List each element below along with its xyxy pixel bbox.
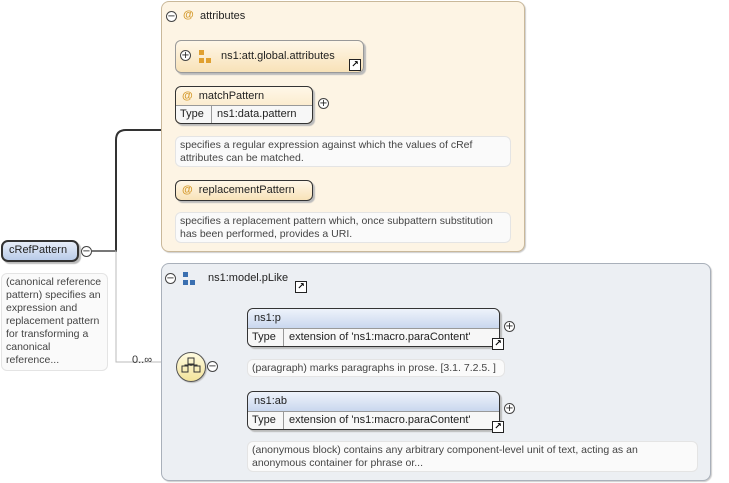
element-ab-box[interactable]: ns1:ab Type extension of 'ns1:macro.para…: [247, 391, 504, 433]
global-attributes-label: ns1:att.global.attributes: [221, 50, 335, 62]
element-ab-type-label: Type: [248, 412, 284, 429]
element-p-expand-icon[interactable]: +: [504, 321, 515, 332]
attribute-group-icon: [199, 50, 211, 63]
global-attributes-link-icon[interactable]: ↗: [349, 59, 361, 71]
element-ab-type-value: extension of 'ns1:macro.paraContent': [289, 414, 471, 426]
replacement-pattern-name: replacementPattern: [198, 184, 295, 196]
element-p-link-icon[interactable]: ↗: [492, 338, 504, 350]
match-pattern-type-value: ns1:data.pattern: [217, 108, 297, 120]
root-element-box[interactable]: cRefPattern: [1, 240, 79, 262]
match-pattern-documentation: specifies a regular expression against w…: [175, 136, 511, 167]
match-pattern-attribute[interactable]: @ matchPattern Type ns1:data.pattern: [175, 86, 313, 124]
element-ab-link-icon[interactable]: ↗: [492, 421, 504, 433]
match-pattern-at-icon: @: [182, 90, 193, 102]
global-attributes-expand-icon[interactable]: +: [180, 50, 191, 61]
replacement-pattern-at-icon: @: [182, 184, 193, 196]
choice-icon: [181, 357, 201, 373]
model-group-collapse-icon[interactable]: −: [165, 273, 176, 284]
element-p-type-label: Type: [248, 329, 284, 346]
attributes-collapse-icon[interactable]: −: [166, 11, 177, 22]
match-pattern-type-label: Type: [176, 106, 212, 123]
match-pattern-name: matchPattern: [198, 90, 265, 102]
element-p-box[interactable]: ns1:p Type extension of 'ns1:macro.paraC…: [247, 308, 504, 350]
element-ab-expand-icon[interactable]: +: [504, 403, 515, 414]
element-p-type-value: extension of 'ns1:macro.paraContent': [289, 331, 471, 343]
attributes-at-icon: @: [183, 9, 194, 21]
root-element-name: cRefPattern: [9, 244, 68, 256]
model-group-link-icon[interactable]: ↗: [295, 281, 307, 293]
root-documentation: (canonical reference pattern) specifies …: [1, 273, 108, 371]
replacement-pattern-documentation: specifies a replacement pattern which, o…: [175, 212, 511, 243]
model-group-icon: [183, 272, 195, 285]
global-attributes-ref[interactable]: + ns1:att.global.attributes ↗: [175, 40, 364, 73]
element-ab-documentation: (anonymous block) contains any arbitrary…: [247, 441, 698, 472]
model-cardinality: 0..∞: [132, 354, 153, 366]
choice-collapse-icon[interactable]: −: [207, 361, 218, 372]
model-group-panel: − ns1:model.pLike ↗ ns1:p Type extension…: [161, 263, 711, 481]
match-pattern-expand-icon[interactable]: +: [318, 98, 329, 109]
choice-compositor[interactable]: [176, 352, 206, 382]
line-root-to-attributes: [92, 129, 162, 252]
element-p-name: ns1:p: [254, 312, 281, 324]
element-ab-name: ns1:ab: [254, 395, 288, 407]
replacement-pattern-attribute[interactable]: @ replacementPattern: [175, 180, 313, 201]
attributes-title: attributes: [200, 10, 246, 22]
line-root-to-model: [92, 250, 176, 363]
attributes-panel: − @ attributes + ns1:att.global.attribut…: [161, 1, 525, 252]
root-collapse-icon[interactable]: −: [81, 246, 92, 257]
element-p-documentation: (paragraph) marks paragraphs in prose. […: [247, 359, 505, 377]
model-group-title: ns1:model.pLike: [208, 272, 289, 284]
